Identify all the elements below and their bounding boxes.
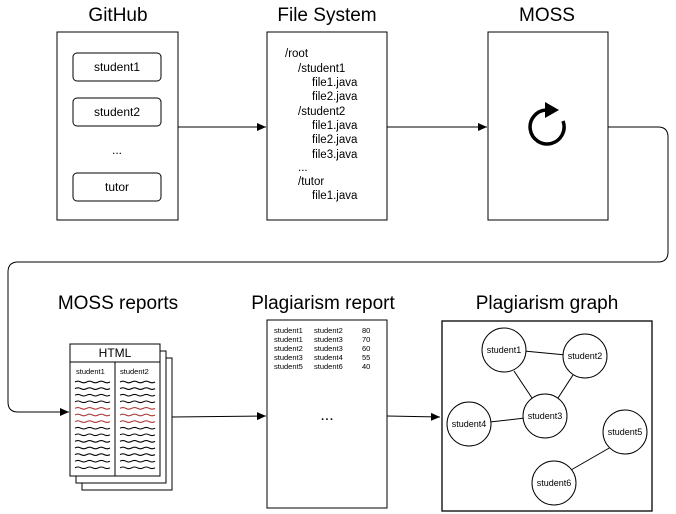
- fs-line: file1.java: [312, 190, 358, 202]
- code-line: [74, 407, 111, 410]
- report-cell: student4: [314, 353, 343, 362]
- code-line: [119, 453, 156, 456]
- code-line: [74, 393, 111, 397]
- graph-edge: [570, 446, 612, 471]
- code-line: [119, 433, 156, 437]
- github-item-tutor: tutor: [72, 172, 162, 202]
- code-line: [74, 413, 111, 417]
- graph-node-student5: student5: [602, 409, 648, 455]
- code-line: [119, 446, 156, 450]
- code-line: [74, 400, 111, 404]
- report-ellipsis: ...: [320, 407, 333, 424]
- graph-edge: [489, 417, 526, 423]
- report-cell: student5: [274, 362, 303, 371]
- plagiarism-report-header: Plagiarism report: [251, 293, 395, 314]
- fs-line: /student1: [298, 63, 345, 75]
- code-lines: [74, 380, 156, 470]
- code-line: [119, 426, 156, 430]
- refresh-icon: [528, 102, 566, 146]
- report-cell: 80: [362, 326, 370, 335]
- moss-report-title: HTML: [99, 346, 132, 360]
- report-cell: student2: [314, 326, 343, 335]
- graph-node-label: student4: [452, 419, 487, 429]
- graph-edge: [557, 374, 574, 399]
- file-system-box: [266, 31, 388, 221]
- code-line: [74, 440, 111, 443]
- fs-line: file2.java: [312, 91, 358, 103]
- report-cell: 60: [362, 344, 370, 353]
- graph-node-label: student5: [608, 427, 643, 437]
- plagiarism-graph-header: Plagiarism graph: [476, 293, 619, 314]
- arrow-reports-to-report: [171, 412, 267, 421]
- graph-node-student6: student6: [531, 460, 577, 506]
- code-line: [74, 380, 111, 384]
- file-system-header: File System: [277, 5, 376, 26]
- report-cell: student1: [274, 326, 303, 335]
- code-line: [119, 400, 156, 404]
- report-cell: student3: [274, 353, 303, 362]
- fs-line: /tutor: [298, 176, 324, 188]
- github-item-label: tutor: [105, 180, 129, 194]
- plagiarism-report-box: [266, 319, 388, 509]
- report-cell: student3: [314, 344, 343, 353]
- code-line: [74, 446, 111, 450]
- moss-reports-header: MOSS reports: [58, 293, 178, 314]
- report-cell: student2: [274, 344, 303, 353]
- github-item-label: student2: [94, 105, 140, 119]
- fs-line: file1.java: [312, 77, 358, 89]
- moss-box: [487, 31, 609, 221]
- fs-line: file1.java: [312, 120, 358, 132]
- report-cell: student6: [314, 362, 343, 371]
- github-item-student2: student2: [72, 97, 162, 127]
- code-line: [74, 453, 111, 456]
- graph-node-label: student1: [487, 345, 522, 355]
- github-ellipsis: ...: [112, 143, 122, 157]
- fs-line: file2.java: [312, 134, 358, 146]
- report-cell: 70: [362, 335, 370, 344]
- code-line: [74, 426, 111, 430]
- code-line: [119, 407, 156, 410]
- fs-line: file3.java: [312, 149, 358, 161]
- graph-node-student4: student4: [446, 401, 492, 447]
- graph-node-student2: student2: [562, 333, 608, 379]
- graph-edges: [489, 350, 612, 471]
- github-header: GitHub: [88, 5, 147, 26]
- graph-node-student1: student1: [481, 327, 527, 373]
- report-cell: 55: [362, 353, 370, 362]
- graph-node-student3: student3: [522, 393, 568, 439]
- moss-report-left-column: student1: [76, 367, 105, 376]
- report-cell: 40: [362, 362, 370, 371]
- code-line: [119, 440, 156, 443]
- code-line: [119, 393, 156, 397]
- moss-header: MOSS: [519, 5, 575, 26]
- graph-node-label: student3: [528, 411, 563, 421]
- arrow-moss-to-reports: [7, 126, 669, 416]
- code-line: [119, 466, 156, 470]
- github-item-student1: student1: [72, 52, 162, 82]
- code-line: [119, 413, 156, 417]
- fs-line: /student2: [298, 106, 345, 118]
- code-line: [74, 459, 111, 463]
- fs-line: ...: [298, 162, 308, 174]
- report-cell: student3: [314, 335, 343, 344]
- code-line: [74, 466, 111, 470]
- code-line: [74, 387, 111, 390]
- code-line: [74, 433, 111, 437]
- code-line: [119, 459, 156, 463]
- graph-edge: [523, 350, 567, 356]
- graph-node-label: student2: [568, 351, 603, 361]
- graph-node-label: student6: [537, 478, 572, 488]
- arrow-report-to-graph: [386, 412, 441, 421]
- moss-report-right-column: student2: [120, 367, 149, 376]
- fs-line: /root: [285, 48, 309, 60]
- code-line: [119, 420, 156, 423]
- graph-edge: [513, 370, 533, 399]
- github-item-label: student1: [94, 60, 140, 74]
- code-line: [74, 420, 111, 423]
- code-line: [119, 387, 156, 390]
- code-line: [119, 380, 156, 384]
- report-table: student1 student2 80 student1 student3 7…: [274, 326, 370, 371]
- report-cell: student1: [274, 335, 303, 344]
